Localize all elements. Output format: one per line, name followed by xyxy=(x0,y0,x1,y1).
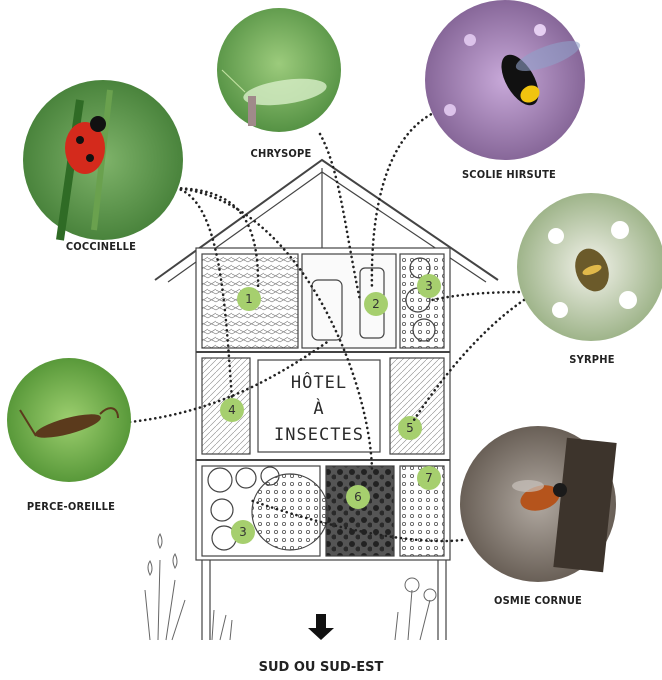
title-line-3: INSECTES xyxy=(274,425,364,445)
svg-text:4: 4 xyxy=(228,403,236,417)
orientation-indicator: SUD OU SUD-EST xyxy=(259,614,384,675)
label-osmie: OSMIE CORNUE xyxy=(494,594,582,607)
insect-scolie: SCOLIE HIRSUTE xyxy=(425,0,585,181)
label-syrphe: SYRPHE xyxy=(569,353,614,366)
arrow-down-icon xyxy=(308,614,334,640)
insect-coccinelle: COCCINELLE xyxy=(23,80,183,253)
compartment-stones xyxy=(326,466,394,556)
badge-3-top: 3 xyxy=(417,274,441,298)
label-scolie: SCOLIE HIRSUTE xyxy=(462,168,556,181)
compartment-twigs-right xyxy=(390,358,444,454)
insect-syrphe: SYRPHE xyxy=(517,193,662,366)
badge-2: 2 xyxy=(364,292,388,316)
badge-1: 1 xyxy=(237,287,261,311)
badge-4: 4 xyxy=(220,398,244,422)
svg-text:2: 2 xyxy=(372,297,380,311)
badge-5: 5 xyxy=(398,416,422,440)
title-line-2: À xyxy=(313,397,324,419)
badge-7: 7 xyxy=(417,466,441,490)
insect-perce-oreille: PERCE-OREILLE xyxy=(7,358,131,513)
chrysope-photo xyxy=(217,8,341,132)
badge-6: 6 xyxy=(346,485,370,509)
label-chrysope: CHRYSOPE xyxy=(251,147,312,160)
insect-hotel-house xyxy=(155,160,498,640)
svg-text:3: 3 xyxy=(239,525,247,539)
footer-label: SUD OU SUD-EST xyxy=(259,660,384,675)
insect-osmie: OSMIE CORNUE xyxy=(460,426,617,607)
badge-3-bottom: 3 xyxy=(231,520,255,544)
svg-text:7: 7 xyxy=(425,471,433,485)
svg-text:5: 5 xyxy=(406,421,414,435)
svg-text:1: 1 xyxy=(245,292,253,306)
svg-text:6: 6 xyxy=(354,490,362,504)
label-coccinelle: COCCINELLE xyxy=(66,240,136,253)
label-perce-oreille: PERCE-OREILLE xyxy=(27,500,115,513)
svg-text:3: 3 xyxy=(425,279,433,293)
title-line-1: HÔTEL xyxy=(291,371,347,393)
